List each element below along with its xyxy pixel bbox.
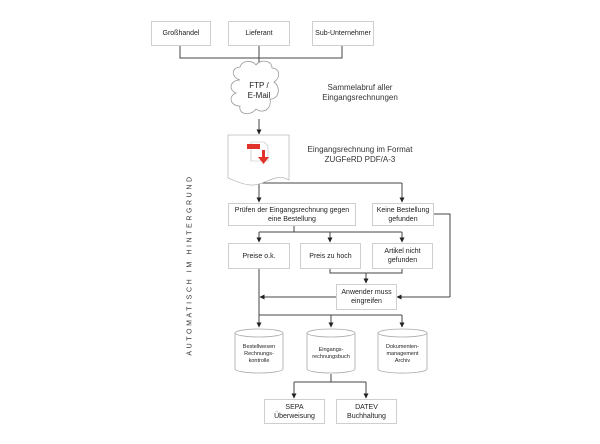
database-invoice-book: Eingangs- rechnungsbuch [312,347,350,360]
result-price-too-high: Preis zu hoch [300,243,361,269]
connector-sources [179,45,343,59]
source-label: Lieferant [245,30,273,37]
result-label: Preis zu hoch [309,252,352,260]
database-ordering: Bestellwesen Rechnungs- kontrolle [242,343,276,364]
channel-note: Sammelabruf aller Eingangsrechnungen [322,83,398,102]
source-grosshandel: Großhandel [151,21,211,46]
check-order-box: Prüfen der Eingangsrechnung gegen eine B… [228,203,356,226]
output-label: SEPA Überweisung [274,403,315,420]
database-shapes [234,328,428,374]
check-order-label: Prüfen der Eingangsrechnung gegen eine B… [234,206,350,223]
result-item-not-found: Artikel nicht gefunden [372,243,433,269]
result-label: Preise o.k. [242,252,276,260]
document-note: Eingangsrechnung im Format ZUGFeRD PDF/A… [307,145,413,164]
no-order-box: Keine Bestellung gefunden [372,203,434,226]
source-label: Sub-Unternehmer [315,30,371,37]
channel-label: FTP / E-Mail [247,81,271,100]
side-label: AUTOMATISCH IM HINTERGRUND [186,174,194,356]
intervention-label: Anwender muss eingreifen [341,289,392,305]
cloud-shape [230,60,280,115]
source-lieferant: Lieferant [228,21,290,46]
source-label: Großhandel [162,30,200,37]
output-label: DATEV Buchhaltung [347,403,386,420]
result-prices-ok: Preise o.k. [228,243,290,269]
output-datev: DATEV Buchhaltung [336,399,397,424]
pdf-file-icon [247,141,269,164]
source-sub-unternehmer: Sub-Unternehmer [312,21,374,46]
output-sepa: SEPA Überweisung [264,399,325,424]
database-document-archive: Dokumenten- management Archiv [385,343,420,364]
user-intervention-box: Anwender muss eingreifen [336,284,397,310]
no-order-label: Keine Bestellung gefunden [376,206,430,223]
result-label: Artikel nicht gefunden [384,248,421,264]
